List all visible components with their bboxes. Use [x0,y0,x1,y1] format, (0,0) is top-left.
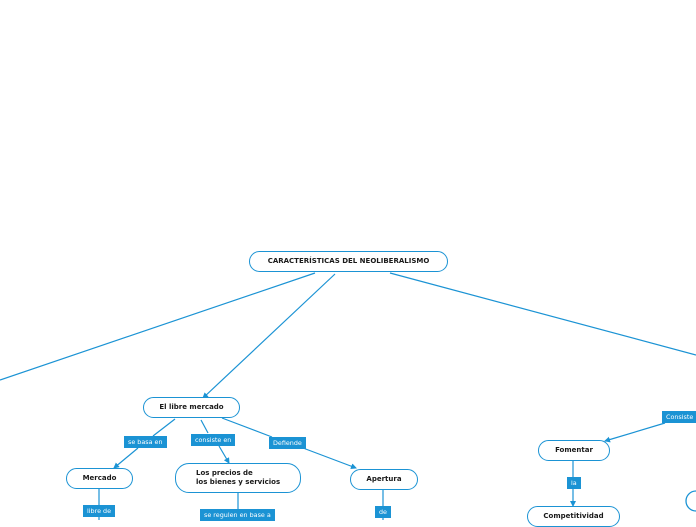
link-label-la[interactable]: la [567,477,581,489]
edge-libre-consiste [200,419,209,434]
edge-defiende-apertura [302,447,357,470]
edge-root-right [389,272,696,356]
edge-sebasa-mercado [113,447,139,469]
edge-consiste-precios [218,445,230,464]
competitividad-node[interactable]: Competitividad [527,506,620,527]
link-label-se-basa-en[interactable]: se basa en [124,436,167,448]
edge-libre-sebasa [152,418,176,437]
edge-consiste-fomentar [604,422,666,443]
libre-mercado-node[interactable]: El libre mercado [143,397,240,418]
fomentar-node[interactable]: Fomentar [538,440,610,461]
apertura-node[interactable]: Apertura [350,469,418,490]
edge-root-libre [202,273,336,399]
edge-libre-defiende [221,417,273,438]
link-label-consiste-en[interactable]: consiste en [191,434,236,446]
precios-node[interactable]: Los precios de los bienes y servicios [175,463,301,493]
link-label-defiende[interactable]: Defiende [269,437,306,449]
root-node[interactable]: CARACTERÍSTICAS DEL NEOLIBERALISMO [249,251,448,272]
link-label-consiste[interactable]: Consiste [662,411,696,423]
link-label-libre-de[interactable]: libre de [83,505,116,517]
link-label-de[interactable]: de [375,506,391,518]
offscreen-node-edge [685,490,696,512]
link-label-se-regulen[interactable]: se regulen en base a [200,509,275,521]
mercado-node[interactable]: Mercado [66,468,133,489]
edge-root-left [0,272,316,381]
